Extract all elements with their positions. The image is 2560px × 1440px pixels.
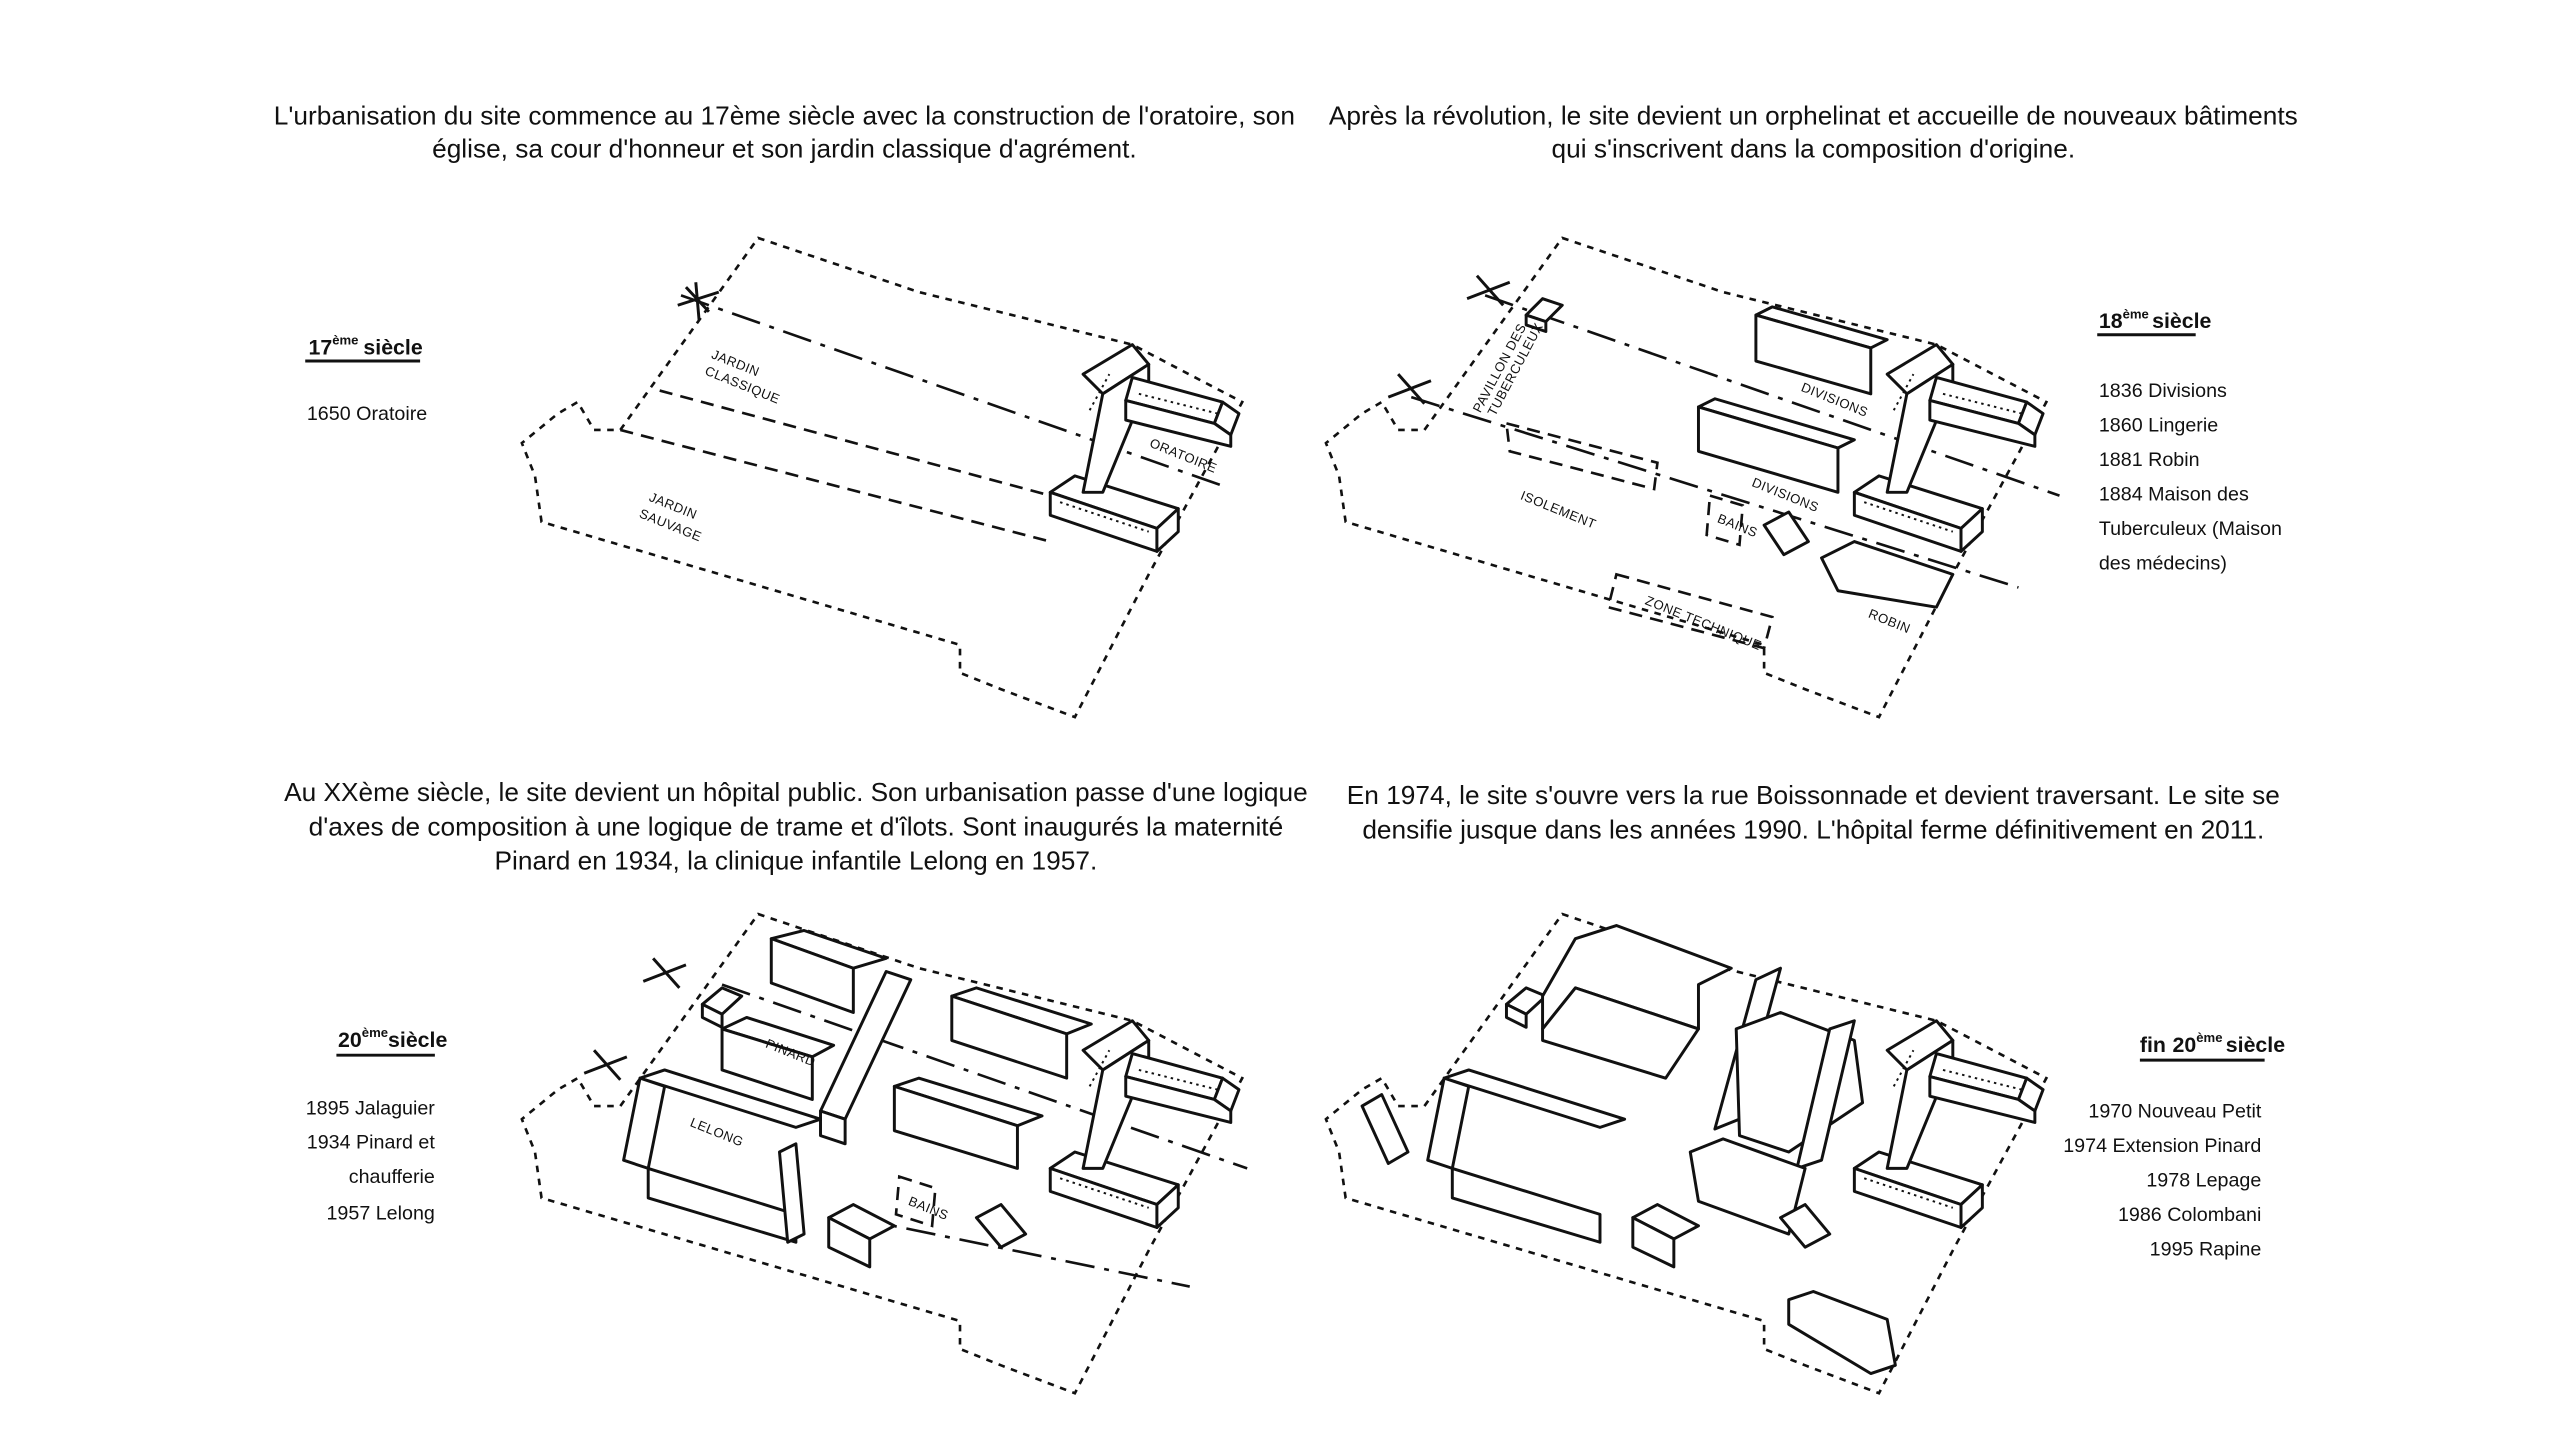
timeline-item: 1934 Pinard et: [307, 1132, 436, 1154]
drawing-label: ème: [362, 1025, 388, 1040]
timeline-item: 1881 Robin: [2099, 449, 2200, 471]
period-sup: ème: [332, 333, 358, 348]
drawing-label: ème: [2196, 1030, 2222, 1045]
compass-mark-icon: [583, 1049, 628, 1081]
timeline-item: Tuberculeux (Maison: [2099, 518, 2282, 540]
timeline-list: 1970 Nouveau Petit 1974 Extension Pinard…: [2063, 1101, 2262, 1261]
panel-20th-century: Au XXème siècle, le site devient un hôpi…: [284, 777, 1308, 1395]
timeline-item: 1650 Oratoire: [307, 403, 427, 425]
panel-17th-century: L'urbanisation du site commence au 17ème…: [274, 101, 1295, 719]
period-heading: fin 20ème siècle: [2139, 1030, 2285, 1062]
drawing-label: siècle: [2152, 309, 2211, 333]
timeline-list: 1895 Jalaguier 1934 Pinard et chaufferie…: [306, 1097, 436, 1224]
svg-text:20èmesiècle: 20èmesiècle: [338, 1025, 447, 1052]
drawing-label: 20: [338, 1028, 362, 1052]
panel-caption-line: Pinard en 1934, la clinique infantile Le…: [495, 846, 1098, 876]
panel-caption-line: En 1974, le site s'ouvre vers la rue Boi…: [1347, 780, 2280, 810]
drawing-label: LELONG: [688, 1115, 746, 1150]
timeline-item: 1860 Lingerie: [2099, 415, 2218, 437]
panel-caption-line: qui s'inscrivent dans la composition d'o…: [1552, 134, 2076, 164]
timeline-item: chaufferie: [349, 1166, 435, 1188]
drawing-label: siècle: [388, 1028, 447, 1052]
panel-18th-century: Après la révolution, le site devient un …: [1324, 101, 2298, 719]
timeline-item: 1970 Nouveau Petit: [2088, 1101, 2261, 1123]
timeline-item: 1978 Lepage: [2146, 1169, 2261, 1191]
panel-caption-line: densifie jusque dans les années 1990. L'…: [1362, 815, 2264, 845]
panel-caption-line: L'urbanisation du site commence au 17ème…: [274, 101, 1295, 131]
panel-caption-line: église, sa cour d'honneur et son jardin …: [432, 134, 1137, 164]
timeline-item: 1995 Rapine: [2150, 1238, 2262, 1260]
drawing-label: 18: [2099, 309, 2123, 333]
site-plan-drawing: PINARD LELONG BAINS: [520, 912, 1248, 1395]
period-num: 17: [309, 335, 333, 359]
compass-mark-icon: [1387, 373, 1432, 405]
period-heading: 17ème siècle: [305, 333, 423, 363]
timeline-item: 1836 Divisions: [2099, 380, 2227, 402]
drawing-label: ROBIN: [1866, 606, 1912, 636]
timeline-list: 1836 Divisions 1860 Lingerie 1881 Robin …: [2099, 380, 2282, 574]
timeline-item: 1895 Jalaguier: [306, 1097, 436, 1119]
timeline-item: 1957 Lelong: [326, 1202, 434, 1224]
site-plan-drawing: PAVILLON DES TUBERCULEUX DIVISIONS DIVIS…: [1324, 236, 2060, 719]
panel-late-20th-century: En 1974, le site s'ouvre vers la rue Boi…: [1324, 780, 2285, 1395]
timeline-item: 1986 Colombani: [2118, 1204, 2261, 1226]
site-plan-drawing: JARDIN CLASSIQUE JARDIN SAUVAGE ORATOIRE: [520, 236, 1244, 719]
timeline-item: des médecins): [2099, 552, 2227, 574]
period-word: siècle: [363, 335, 422, 359]
drawing-label: siècle: [2226, 1033, 2285, 1057]
compass-mark-icon: [642, 957, 687, 989]
drawing-label: 20: [2173, 1033, 2197, 1057]
compass-mark-icon: [1466, 274, 1511, 307]
site-plan-drawing: [1324, 912, 2048, 1395]
panel-caption-line: Au XXème siècle, le site devient un hôpi…: [284, 777, 1308, 807]
period-heading: 20èmesiècle: [336, 1025, 447, 1057]
drawing-label: ZONE TECHNIQUE: [1643, 593, 1764, 653]
drawing-label: ème: [2123, 306, 2149, 321]
drawing-label: BAINS: [1715, 511, 1759, 541]
panel-caption-line: d'axes de composition à une logique de t…: [309, 811, 1284, 841]
drawing-label: fin: [2140, 1033, 2166, 1057]
timeline-item: 1884 Maison des: [2099, 484, 2249, 506]
panel-caption-line: Après la révolution, le site devient un …: [1329, 101, 2298, 131]
timeline-item: 1974 Extension Pinard: [2063, 1135, 2261, 1157]
compass-mark-icon: [677, 282, 720, 321]
drawing-label: ISOLEMENT: [1518, 488, 1598, 532]
